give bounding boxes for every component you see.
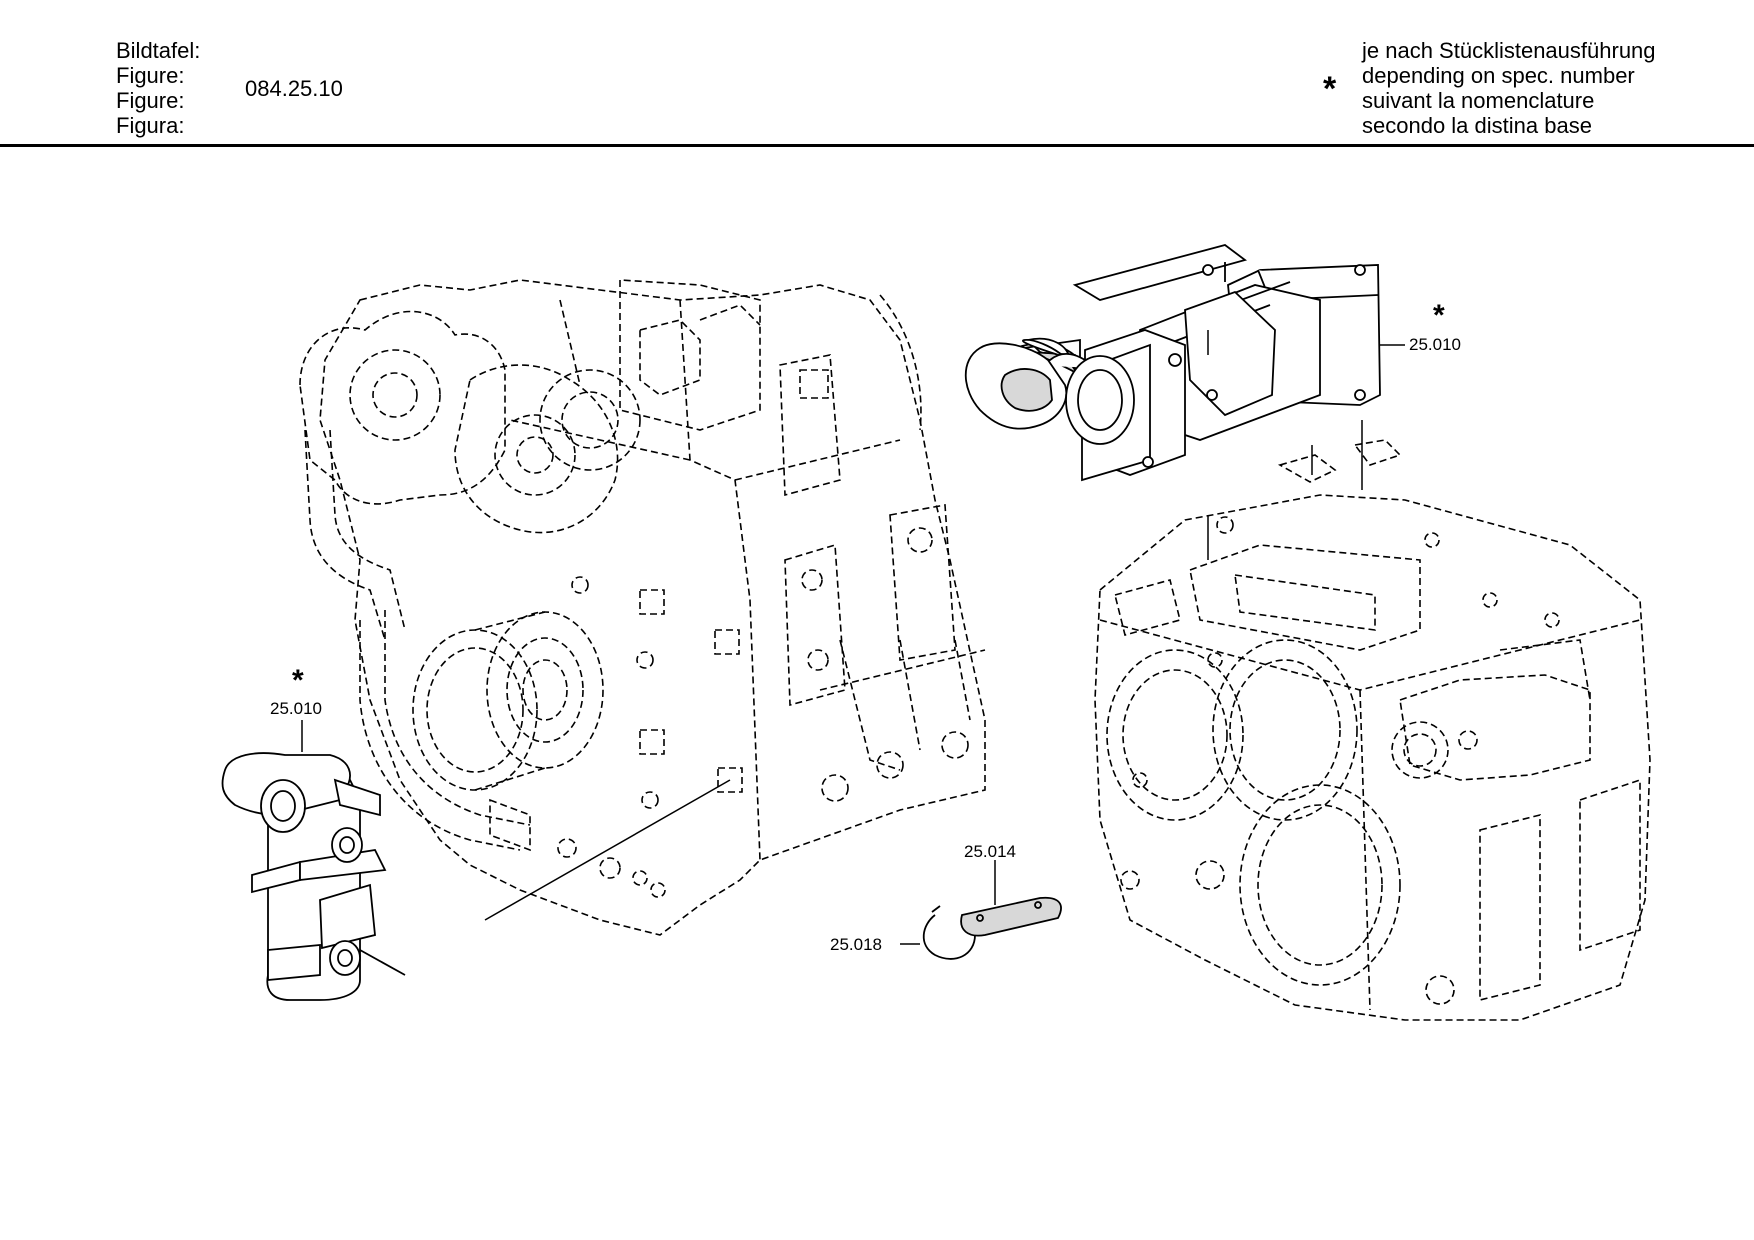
oil-filter-right [964,244,1381,482]
figure-label-en: Figure: [116,63,185,88]
leader-line-left-mount [484,779,731,921]
figure-label-block: Bildtafel: Figure: Figure: Figura: [116,38,200,138]
variant-asterisk: * [1323,70,1337,108]
left-filter-asterisk: * [292,664,304,697]
transmission-housing-right [1094,439,1651,1021]
left-filter-part-number: 25.010 [270,699,322,718]
figure-label-fr: Figure: [116,88,185,113]
retaining-clip [922,905,976,960]
right-filter-asterisk: * [1433,299,1445,332]
type-plate [960,896,1062,937]
figure-label-it: Figura: [116,113,185,138]
variant-note-en: depending on spec. number [1362,63,1635,88]
oil-filter-left [221,752,406,1001]
figure-label-de: Bildtafel: [116,38,201,63]
variant-note-block: je nach Stücklistenausführung depending … [1362,38,1656,138]
clip-part-number: 25.018 [830,935,882,954]
plate-part-number: 25.014 [964,842,1016,861]
variant-note-fr: suivant la nomenclature [1362,88,1595,113]
transmission-assembly-left [299,279,986,936]
right-filter-part-number: 25.010 [1409,335,1461,354]
variant-note-it: secondo la distina base [1362,113,1592,138]
figure-number: 084.25.10 [245,76,343,101]
variant-note-de: je nach Stücklistenausführung [1362,38,1656,63]
header-divider [0,144,1754,147]
